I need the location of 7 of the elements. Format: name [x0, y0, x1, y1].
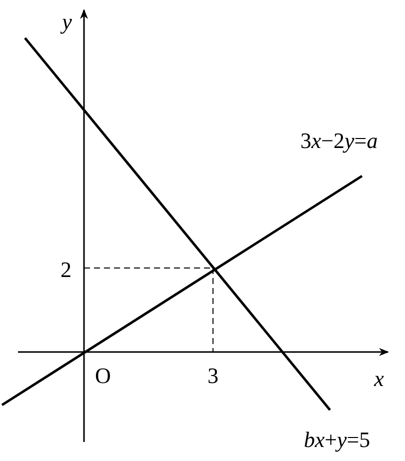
- equation-label: 3x−2y=a: [300, 130, 378, 152]
- axis-label: y: [62, 11, 72, 33]
- axis-label: x: [374, 368, 384, 390]
- equation-label: bx+y=5: [304, 429, 370, 451]
- tick-label: 3: [208, 365, 218, 387]
- tick-label: 2: [60, 259, 72, 281]
- origin-label: O: [95, 365, 111, 387]
